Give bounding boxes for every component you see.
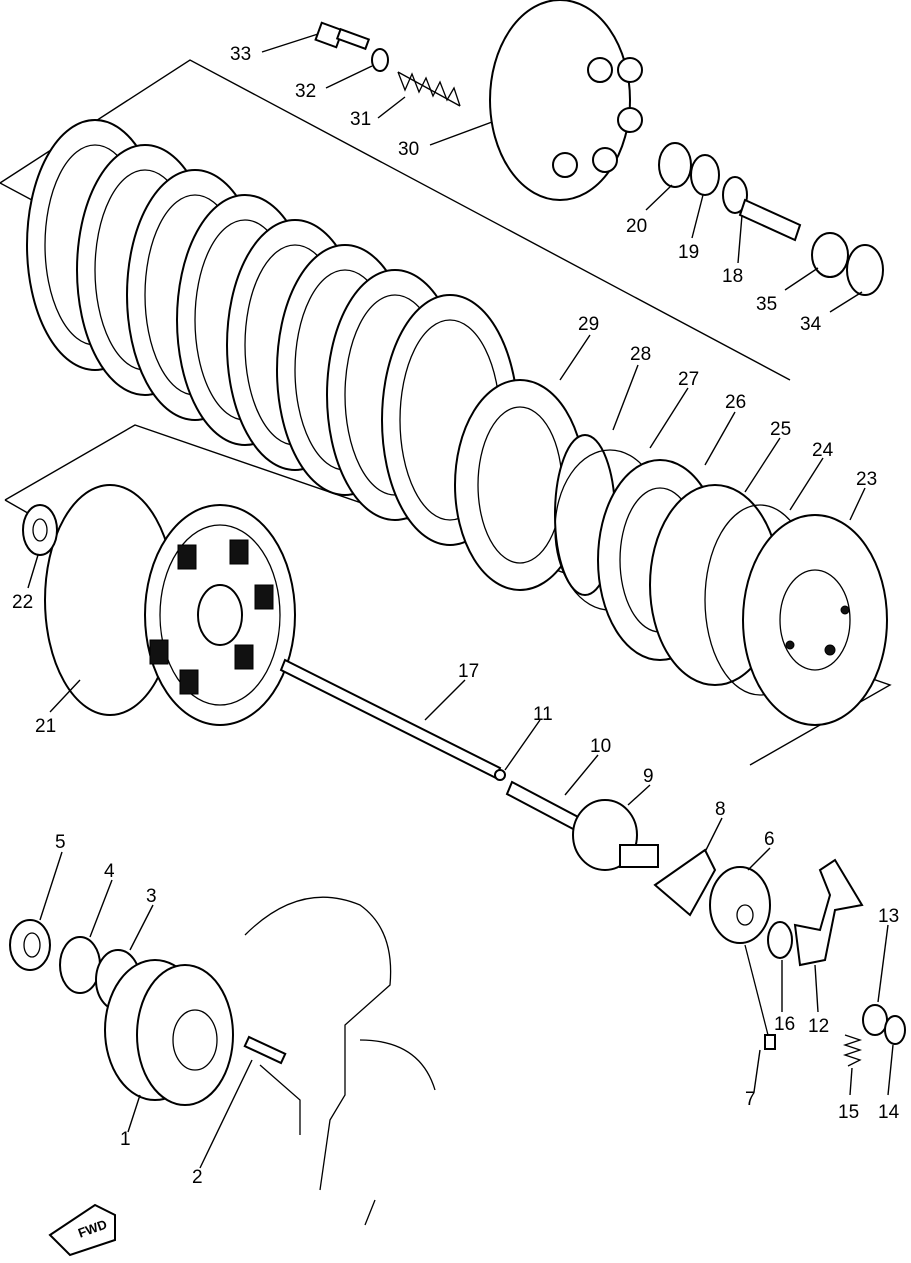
nut-14 (884, 1015, 906, 1045)
lock-washer-34 (846, 244, 884, 296)
callout-2: 2 (192, 1167, 203, 1188)
spring-15 (842, 1034, 863, 1067)
plate-8 (653, 848, 717, 917)
callout-3: 3 (146, 886, 157, 907)
crankshaft-ghost (244, 896, 436, 1226)
push-rod-18 (722, 176, 802, 242)
pin-7 (744, 944, 776, 1050)
spring-31 (397, 71, 461, 107)
callout-4: 4 (104, 861, 115, 882)
callout-6: 6 (764, 829, 775, 850)
callout-32: 32 (295, 81, 316, 102)
washer-19 (690, 154, 720, 196)
callout-18: 18 (722, 266, 743, 287)
callout-23: 23 (856, 469, 877, 490)
callout-19: 19 (678, 242, 699, 263)
callout-10: 10 (590, 736, 611, 757)
washer-32 (371, 48, 389, 72)
callout-30: 30 (398, 139, 419, 160)
cover-6 (709, 866, 771, 944)
bearing-16 (767, 921, 793, 959)
primary-gear-1 (104, 959, 234, 1106)
callout-15: 15 (838, 1102, 859, 1123)
clutch-plates-stack (26, 119, 519, 546)
callout-14: 14 (878, 1102, 900, 1123)
key-2 (243, 1035, 287, 1065)
callout-22: 22 (12, 592, 33, 613)
callout-28: 28 (630, 344, 651, 365)
callout-9: 9 (643, 766, 654, 787)
callout-20: 20 (626, 216, 647, 237)
callout-17: 17 (458, 661, 479, 682)
callout-29: 29 (578, 314, 599, 335)
callout-5: 5 (55, 832, 66, 853)
callout-1: 1 (120, 1129, 131, 1150)
clutch-boss-23 (742, 514, 888, 726)
callout-21: 21 (35, 716, 56, 737)
nut-35 (811, 232, 849, 278)
fwd-arrow: FWD (48, 1203, 116, 1257)
callout-33: 33 (230, 44, 251, 65)
callout-27: 27 (678, 369, 699, 390)
pressure-plate-30 (489, 0, 643, 201)
callout-7: 7 (745, 1089, 756, 1110)
callout-13: 13 (878, 906, 899, 927)
callout-34: 34 (800, 314, 822, 335)
pusher-9 (572, 799, 659, 871)
ball-11 (494, 769, 506, 781)
washer-13 (862, 1004, 888, 1036)
callout-26: 26 (725, 392, 746, 413)
callout-24: 24 (812, 440, 834, 461)
bearing-20 (658, 142, 692, 188)
washer-4 (59, 936, 101, 994)
oil-seal-5 (9, 919, 51, 971)
thrust-washer-22 (22, 504, 58, 556)
callout-31: 31 (350, 109, 371, 130)
callout-35: 35 (756, 294, 777, 315)
clutch-housing-21 (44, 484, 296, 726)
lever-12 (793, 858, 864, 967)
callout-labels: 33 32 31 30 20 19 18 35 34 29 28 27 26 2… (12, 44, 900, 1188)
callout-12: 12 (808, 1016, 829, 1037)
callout-8: 8 (715, 799, 726, 820)
leader-lines (27, 33, 894, 1169)
callout-16: 16 (774, 1014, 795, 1035)
callout-25: 25 (770, 419, 791, 440)
bolt-33 (314, 21, 371, 51)
callout-11: 11 (533, 704, 553, 725)
